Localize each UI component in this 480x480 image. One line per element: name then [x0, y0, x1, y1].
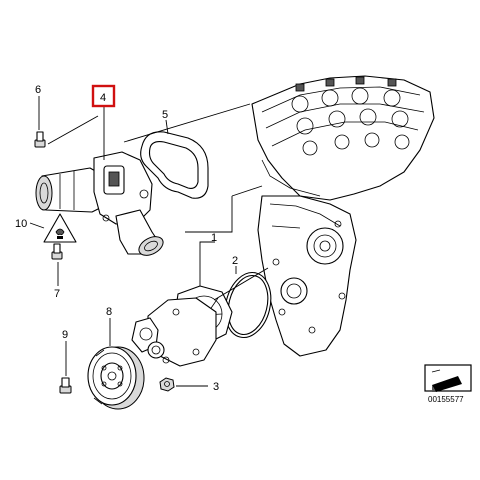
bolt-6 — [34, 131, 46, 148]
callout-2: 2 — [232, 255, 238, 267]
warning-triangle-icon — [43, 213, 77, 243]
callout-1: 1 — [211, 232, 217, 244]
leader-lines — [29, 96, 269, 387]
callout-7: 7 — [54, 288, 60, 300]
bolt-7 — [51, 243, 63, 260]
callout-4-highlight — [91, 84, 116, 108]
pump-pulley — [87, 346, 145, 410]
thermostat-gasket — [140, 131, 209, 199]
diagram-number: 00155577 — [428, 395, 464, 404]
callout-10: 10 — [15, 218, 27, 230]
callout-5: 5 — [162, 109, 168, 121]
nut-3 — [159, 377, 175, 392]
callout-3: 3 — [213, 381, 219, 393]
part-sheet-icon — [424, 364, 472, 392]
callout-labels: 1 2 3 4 5 6 7 8 9 10 — [15, 84, 238, 393]
callout-9: 9 — [62, 329, 68, 341]
bolt-9 — [59, 377, 72, 394]
callout-6: 6 — [35, 84, 41, 96]
engine-block — [251, 75, 435, 357]
callout-8: 8 — [106, 306, 112, 318]
callout-4: 4 — [100, 92, 106, 104]
water-pump — [131, 285, 233, 367]
pump-o-ring — [224, 271, 272, 339]
thermostat-housing — [35, 151, 164, 256]
